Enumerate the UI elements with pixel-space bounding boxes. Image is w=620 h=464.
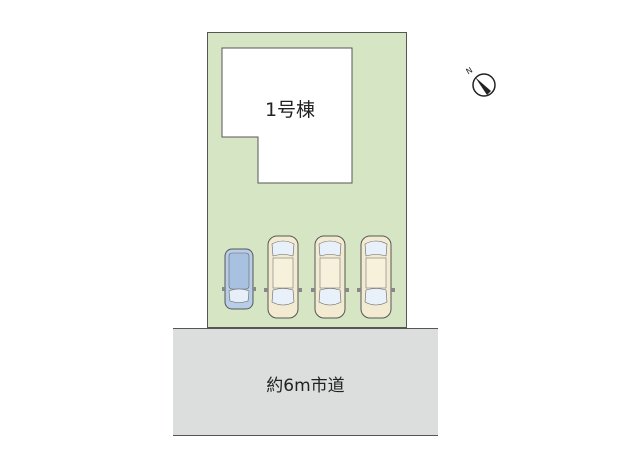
svg-text:N: N <box>466 66 474 77</box>
car-sedan-beige-1 <box>264 235 302 319</box>
road: 約6m市道 <box>173 328 438 436</box>
building-label: 1号棟 <box>264 99 316 121</box>
road-label: 約6m市道 <box>266 376 345 396</box>
car-sedan-beige-3 <box>357 235 395 319</box>
car-compact-blue <box>222 248 256 310</box>
north-arrow-icon: N <box>466 66 496 97</box>
car-sedan-beige-2 <box>311 235 349 319</box>
